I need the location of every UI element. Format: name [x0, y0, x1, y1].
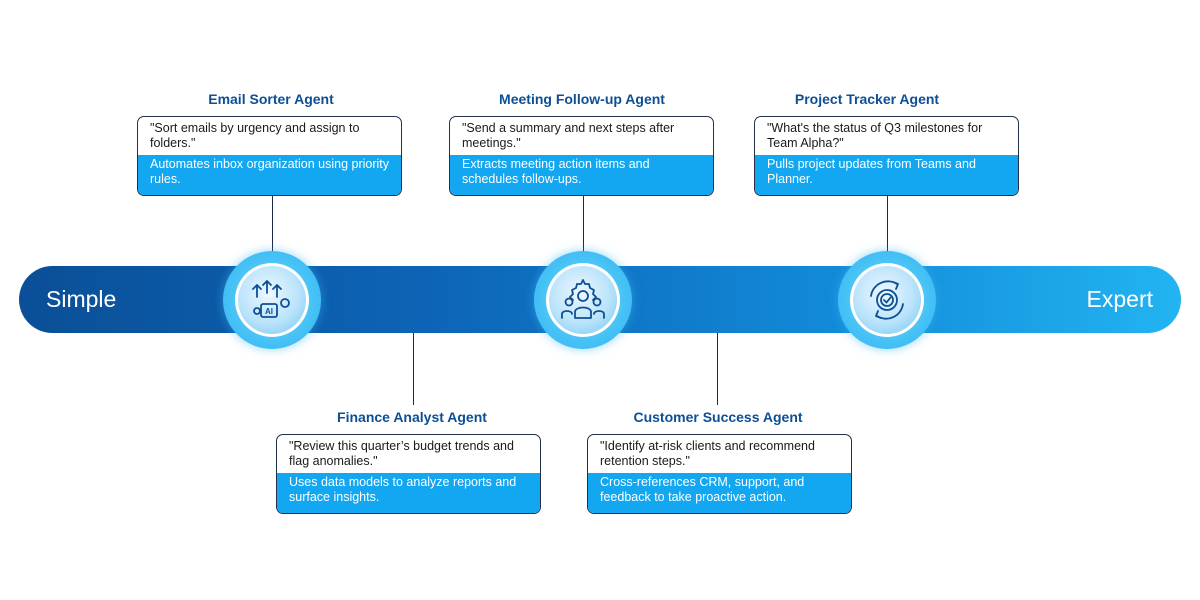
team-gear-icon [561, 279, 605, 319]
meeting-followup-title: Meeting Follow-up Agent [499, 91, 665, 107]
customer-success-card: "Identify at-risk clients and recommend … [587, 434, 852, 514]
email-sorter-quote: "Sort emails by urgency and assign to fo… [150, 121, 360, 150]
email-sorter-card: "Sort emails by urgency and assign to fo… [137, 116, 402, 196]
customer-success-connector [717, 333, 718, 405]
customer-success-quote: "Identify at-risk clients and recommend … [600, 439, 815, 468]
project-tracker-connector [887, 196, 888, 258]
svg-text:AI: AI [265, 307, 273, 316]
finance-analyst-quote: "Review this quarter’s budget trends and… [289, 439, 514, 468]
email-sorter-node: AI [223, 251, 321, 349]
project-tracker-node [838, 251, 936, 349]
project-tracker-quote: "What's the status of Q3 milestones for … [767, 121, 983, 150]
email-sorter-title: Email Sorter Agent [208, 91, 334, 107]
meeting-followup-node [534, 251, 632, 349]
project-tracker-description: Pulls project updates from Teams and Pla… [755, 155, 1018, 195]
gear-cycle-check-icon [870, 280, 904, 320]
meeting-followup-connector [583, 196, 584, 258]
finance-analyst-connector [413, 333, 414, 405]
project-tracker-title: Project Tracker Agent [794, 91, 940, 107]
ai-upgrade-icon: AI [252, 280, 290, 318]
finance-analyst-description: Uses data models to analyze reports and … [277, 473, 540, 513]
customer-success-description: Cross-references CRM, support, and feedb… [588, 473, 851, 513]
finance-analyst-card: "Review this quarter’s budget trends and… [276, 434, 541, 514]
scale-end-label: Expert [1086, 286, 1153, 312]
project-tracker-card: "What's the status of Q3 milestones for … [754, 116, 1019, 196]
scale-start-label: Simple [46, 286, 117, 312]
email-sorter-connector [272, 196, 273, 258]
finance-analyst-title: Finance Analyst Agent [337, 409, 487, 425]
meeting-followup-quote: "Send a summary and next steps after mee… [462, 121, 675, 150]
customer-success-title: Customer Success Agent [633, 409, 803, 425]
meeting-followup-description: Extracts meeting action items and schedu… [450, 155, 713, 195]
meeting-followup-card: "Send a summary and next steps after mee… [449, 116, 714, 196]
email-sorter-description: Automates inbox organization using prior… [138, 155, 401, 195]
